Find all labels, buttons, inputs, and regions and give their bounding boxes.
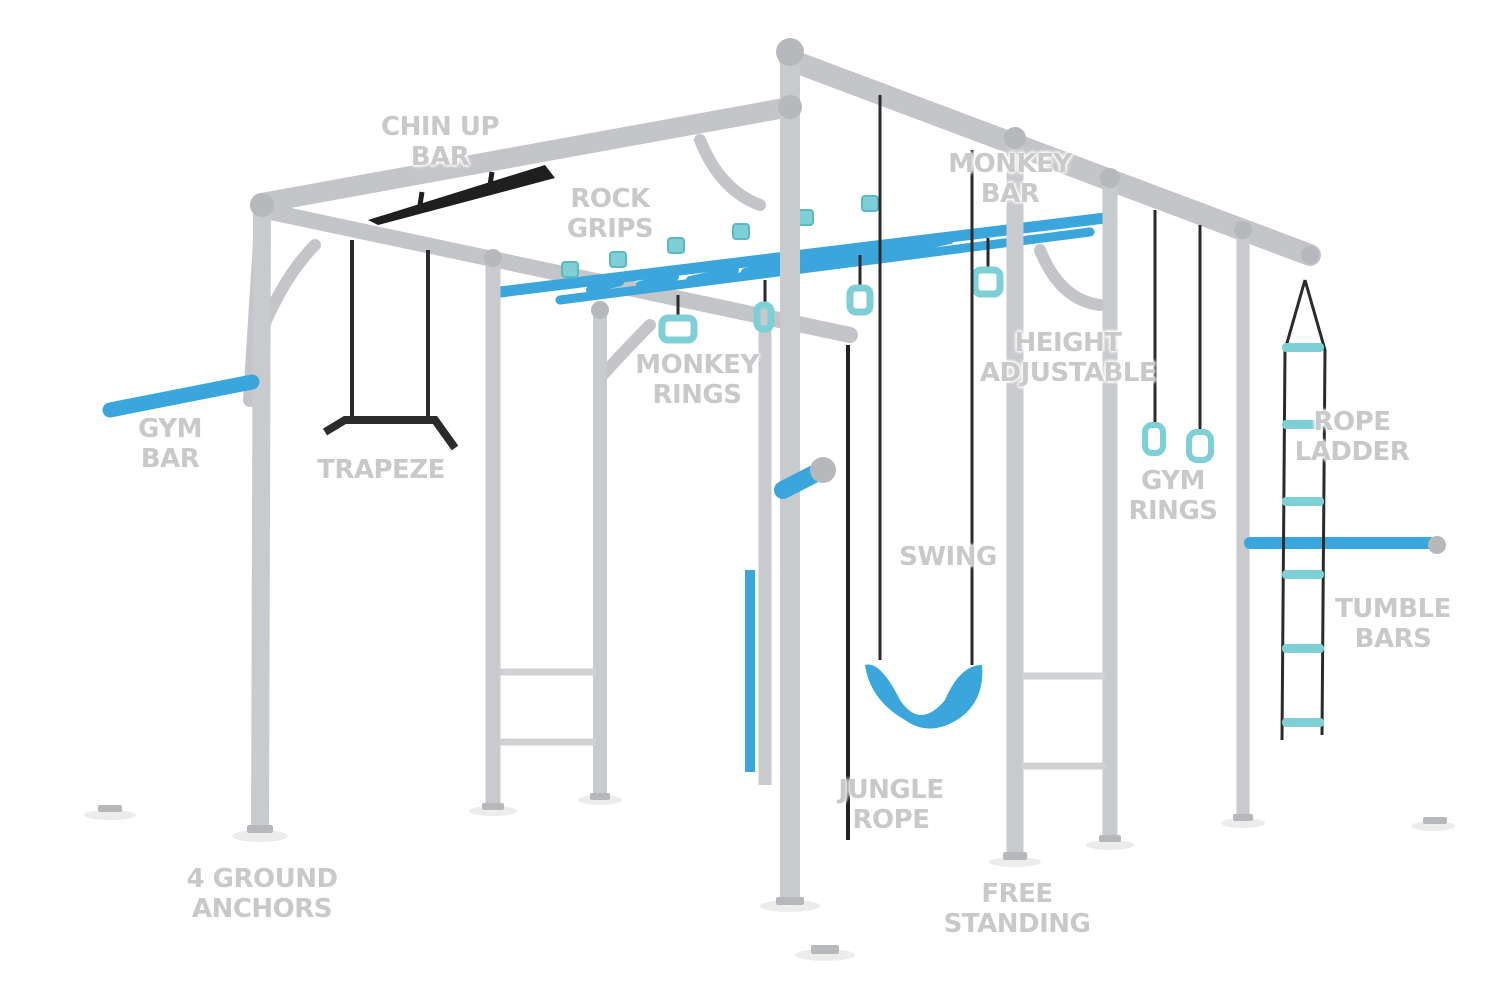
- rope-ladder-icon: [1280, 279, 1327, 741]
- pipe-joints: [250, 38, 1319, 319]
- swing-seat-icon: [865, 95, 983, 729]
- chin-up-bar-icon: [368, 165, 555, 225]
- gym-bar: [102, 374, 260, 808]
- label-line: ANCHORS: [191, 894, 333, 924]
- trapeze-icon: [322, 240, 459, 451]
- label-tumble-bars: TUMBLE BARS: [1335, 594, 1451, 654]
- label-line: TUMBLE: [1335, 594, 1451, 624]
- label-line: FREE: [981, 879, 1053, 909]
- label-line: STANDING: [943, 909, 1091, 939]
- label-line: GYM: [1141, 466, 1205, 496]
- tumble-bars: [1244, 536, 1446, 820]
- label-line: BAR: [980, 179, 1040, 209]
- ground-anchor-icon: [98, 793, 1447, 954]
- label-line: RINGS: [1128, 496, 1218, 526]
- gym-rings-icon: [1142, 210, 1214, 463]
- label-line: ROPE: [852, 805, 930, 835]
- label-line: BARS: [1354, 624, 1432, 654]
- label-line: JUNGLE: [838, 775, 944, 805]
- label-line: BAR: [410, 142, 470, 172]
- label-rock-grips: ROCK GRIPS: [566, 184, 654, 244]
- label-line: MONKEY: [635, 350, 759, 380]
- label-gym-bar: GYM BAR: [138, 414, 202, 474]
- support-posts: [251, 50, 1250, 900]
- label-line: BAR: [140, 444, 200, 474]
- label-line: 4 GROUND: [186, 864, 338, 894]
- label-line: RINGS: [652, 380, 742, 410]
- label-swing: SWING: [899, 542, 997, 572]
- label-line: ADJUSTABLE: [979, 358, 1157, 388]
- label-line: HEIGHT: [1014, 328, 1122, 358]
- label-rope-ladder: ROPE LADDER: [1295, 407, 1410, 467]
- label-gym-rings: GYM RINGS: [1128, 466, 1218, 526]
- label-line: TRAPEZE: [317, 455, 445, 485]
- ring-icon: [658, 238, 1004, 344]
- label-line: SWING: [899, 542, 997, 572]
- label-height-adjustable: HEIGHT ADJUSTABLE: [979, 328, 1157, 388]
- ladder-rungs: [500, 668, 1106, 770]
- label-trapeze: TRAPEZE: [317, 455, 445, 485]
- label-free-standing: FREE STANDING: [944, 879, 1091, 939]
- label-jungle-rope: JUNGLE ROPE: [838, 775, 944, 835]
- label-line: ROCK: [570, 184, 650, 214]
- label-monkey-rings: MONKEY RINGS: [635, 350, 759, 410]
- label-chin-up-bar: CHIN UP BAR: [381, 112, 500, 172]
- label-line: GYM: [138, 414, 202, 444]
- label-line: GRIPS: [566, 214, 654, 244]
- label-line: CHIN UP: [381, 112, 500, 142]
- rock-grip-icon: [561, 195, 879, 278]
- label-line: ROPE: [1313, 407, 1391, 437]
- label-line: LADDER: [1294, 437, 1410, 467]
- label-ground-anchors: 4 GROUND ANCHORS: [186, 864, 338, 924]
- label-monkey-bar: MONKEY BAR: [948, 149, 1072, 209]
- label-line: MONKEY: [948, 149, 1072, 179]
- front-blue-post: [774, 457, 837, 950]
